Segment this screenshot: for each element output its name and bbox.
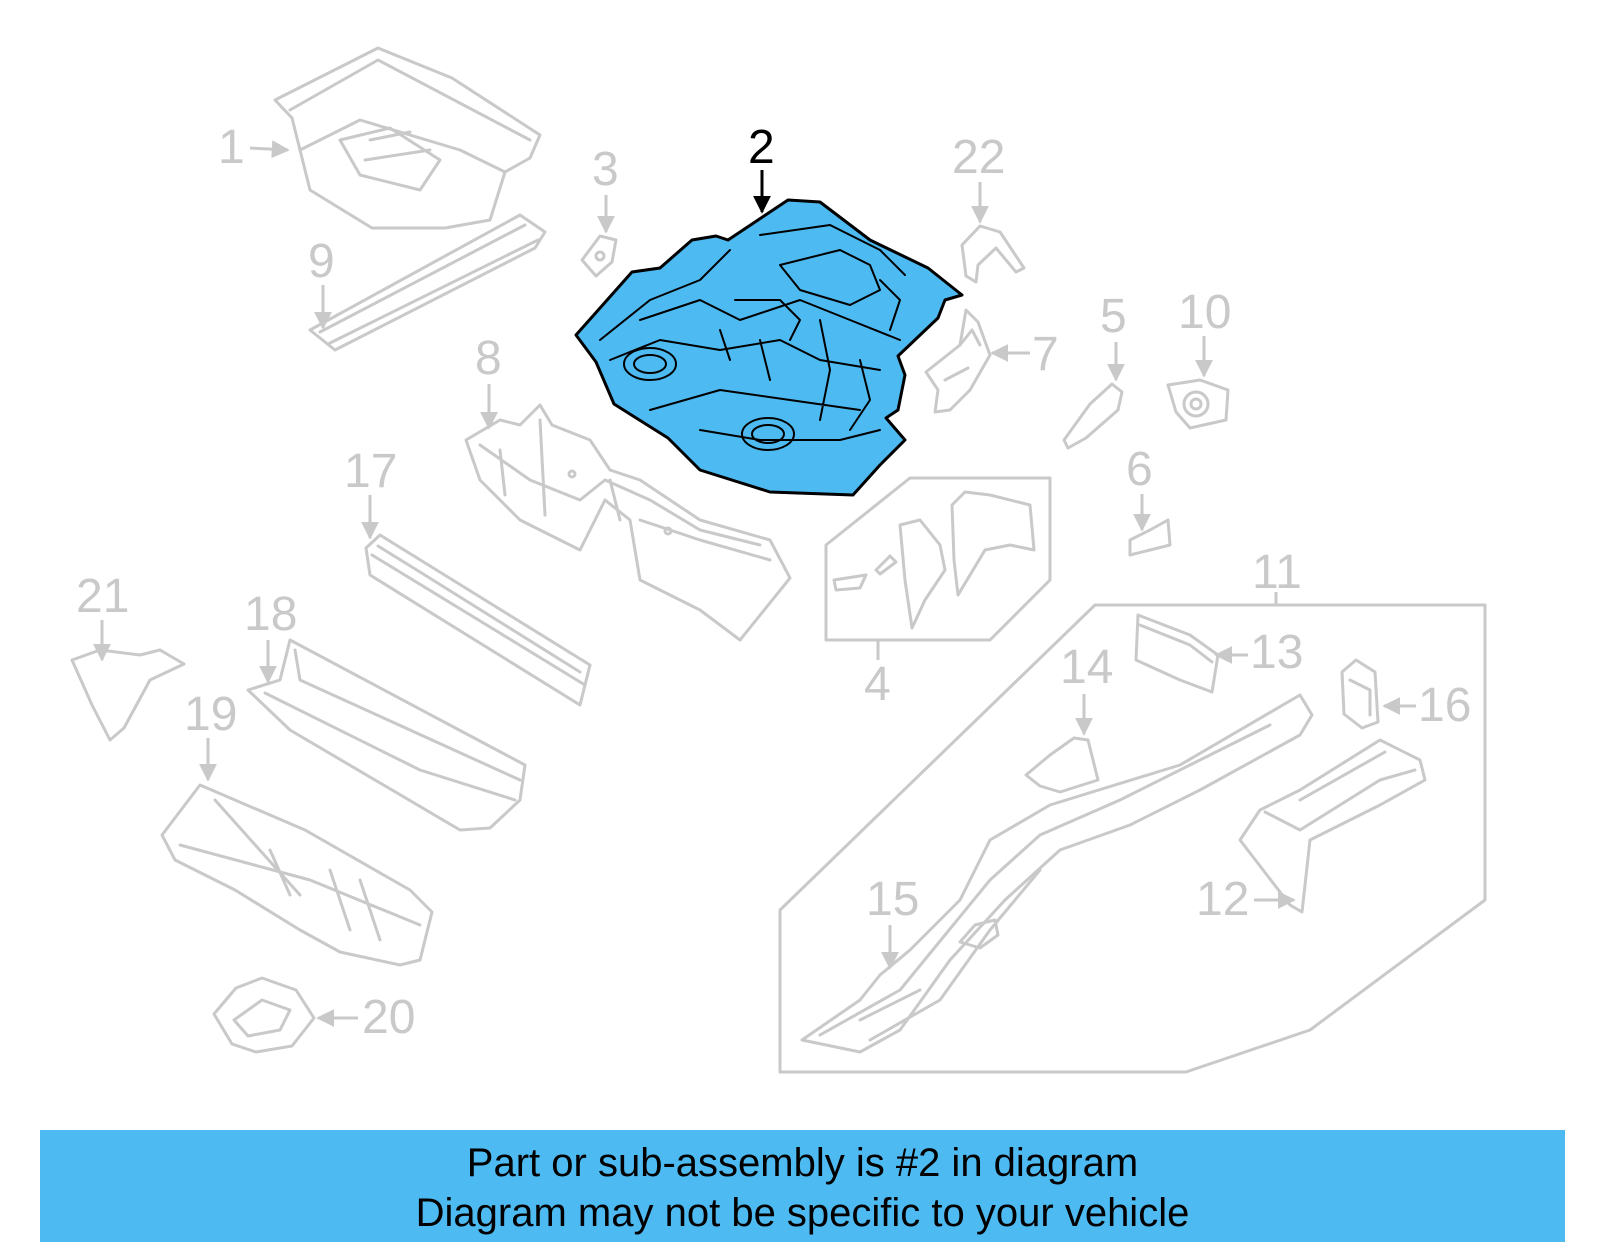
callout-15: 15 [866,873,919,926]
callout-9: 9 [308,235,335,288]
part-13-bracket[interactable] [1134,613,1220,694]
callout-12: 12 [1196,873,1249,926]
part-9-rail[interactable] [308,213,547,352]
part-20-bracket[interactable] [212,976,316,1054]
part-5-bracket[interactable] [1062,382,1124,450]
part-4-assembly-box[interactable] [824,476,1052,642]
callout-14: 14 [1060,641,1113,694]
callout-16: 16 [1418,679,1471,732]
callout-17: 17 [344,445,397,498]
part-17-crossmember[interactable] [364,533,592,707]
callout-13: 13 [1250,626,1303,679]
part-2-floor-pan-highlighted[interactable] [574,198,964,497]
part-7-bracket[interactable] [924,308,992,414]
part-22-bracket[interactable] [960,224,1026,284]
part-21-bracket[interactable] [70,648,186,742]
part-14-bracket[interactable] [1024,736,1100,794]
banner-line-2: Diagram may not be specific to your vehi… [415,1191,1190,1235]
callout-4: 4 [864,658,891,711]
part-16-bracket[interactable] [1340,658,1380,730]
part-6-bracket[interactable] [1128,518,1172,557]
callout-18: 18 [244,588,297,641]
callout-3: 3 [592,143,619,196]
callout-19: 19 [184,688,237,741]
part-19-panel[interactable] [160,783,434,967]
callout-6: 6 [1126,443,1153,496]
callout-8: 8 [475,332,502,385]
callout-22: 22 [952,131,1005,184]
part-12-rail[interactable] [1238,738,1427,914]
callout-5: 5 [1100,290,1127,343]
part-15-rail[interactable] [800,693,1314,1054]
callout-7: 7 [1032,328,1059,381]
callout-21: 21 [76,570,129,623]
callout-11: 11 [1252,546,1302,599]
part-11-assembly-box[interactable] [778,603,1487,1074]
info-banner: Part or sub-assembly is #2 in diagram Di… [40,1130,1565,1242]
callout-10: 10 [1178,286,1231,339]
part-10-grommet[interactable] [1166,378,1230,430]
part-1-trunk-tub[interactable] [273,46,542,230]
banner-line-1: Part or sub-assembly is #2 in diagram [466,1141,1139,1185]
callout-2: 2 [748,121,775,174]
parts-diagram: 1 9 3 2 22 7 5 [70,46,1487,1074]
part-18-panel[interactable] [246,638,527,832]
callout-20: 20 [362,991,415,1044]
part-3-bracket[interactable] [580,234,618,278]
part-8-crossmember[interactable] [464,403,792,642]
callout-1: 1 [218,121,245,174]
